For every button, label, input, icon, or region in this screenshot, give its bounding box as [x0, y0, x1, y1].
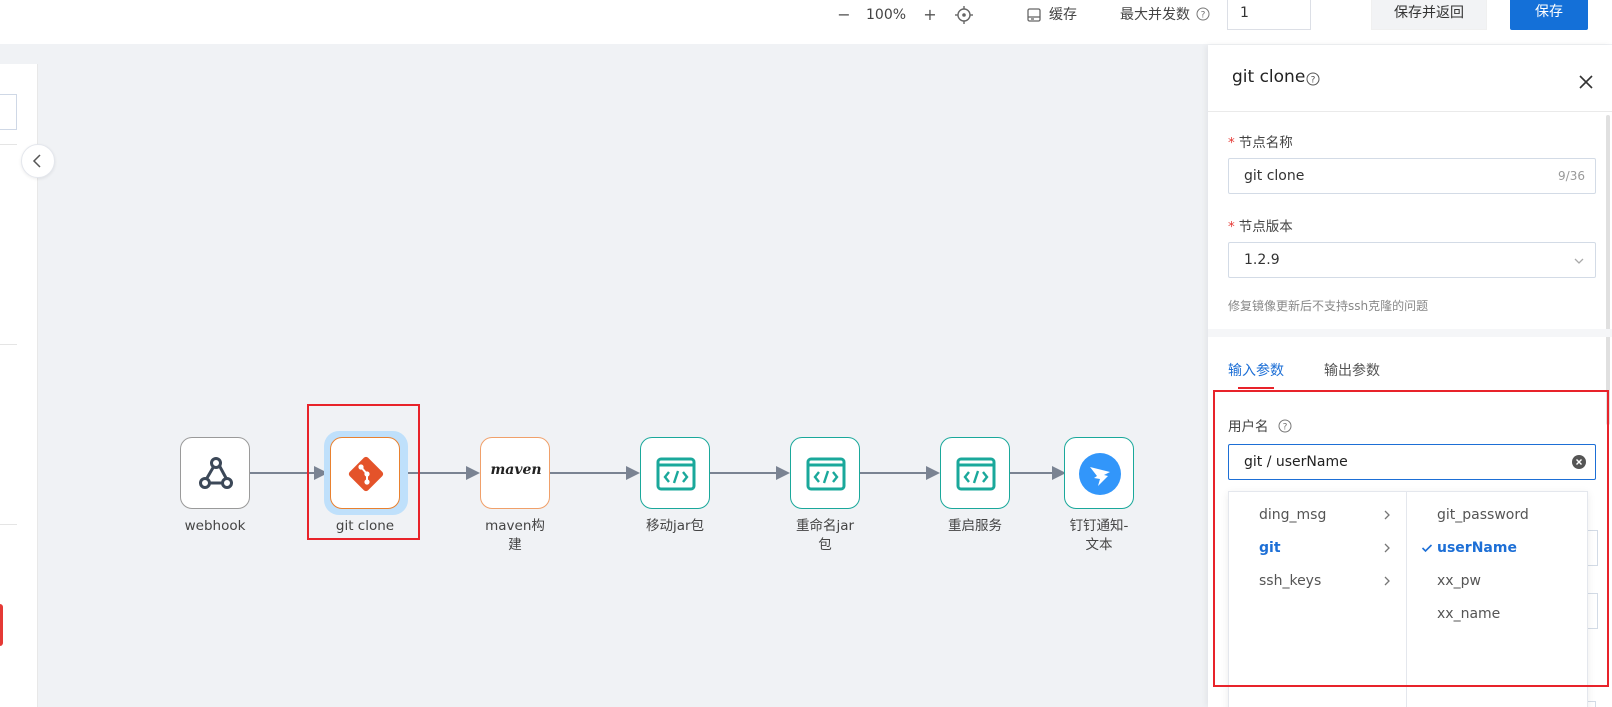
pipeline-node-label: 移动jar包 [645, 518, 705, 534]
flow-arrow [550, 466, 640, 480]
pipeline-node-webhook[interactable] [180, 437, 250, 509]
section-gap [1208, 329, 1612, 337]
cascader-option-git[interactable]: git [1229, 531, 1406, 565]
maven-logo: maven [490, 462, 542, 478]
pipeline-node-label: 钉钉通知- 文本 [1069, 518, 1129, 553]
pipeline-node-restart-service[interactable] [940, 437, 1010, 509]
pipeline-node-move-jar[interactable] [640, 437, 710, 509]
flow-arrow [1010, 466, 1066, 480]
flow-arrow [860, 466, 940, 480]
highlight-box [1213, 390, 1609, 687]
cascader-option-xx-pw[interactable]: xx_pw [1437, 573, 1481, 589]
cascader-option-ding-msg[interactable]: ding_msg [1229, 498, 1406, 532]
help-icon[interactable]: ? [1278, 419, 1292, 433]
pipeline-node-label: webhook [184, 518, 246, 534]
pipeline-node-dingtalk[interactable] [1064, 437, 1134, 509]
close-icon[interactable] [1576, 72, 1596, 92]
svg-text:?: ? [1311, 76, 1316, 86]
version-hint: 修复镜像更新后不支持ssh克隆的问题 [1228, 299, 1429, 313]
node-name-input[interactable]: git clone 9/36 [1228, 158, 1596, 194]
save-button[interactable]: 保存 [1510, 0, 1588, 30]
clear-icon[interactable] [1572, 455, 1586, 469]
code-window-icon [656, 457, 696, 491]
cascader-option-xx-name[interactable]: xx_name [1437, 606, 1501, 622]
save-and-return-button[interactable]: 保存并返回 [1371, 0, 1487, 30]
flow-arrow [404, 466, 480, 480]
divider [1208, 111, 1612, 112]
git-icon [348, 456, 384, 492]
help-icon[interactable]: ? [1306, 72, 1320, 86]
pipeline-node-git-clone[interactable] [330, 437, 400, 509]
zoom-out-button[interactable]: − [837, 5, 851, 24]
cache-icon[interactable] [1026, 7, 1042, 23]
concurrency-label: 最大并发数 [1120, 7, 1190, 23]
tab-underline [1238, 387, 1274, 389]
pipeline-node-label: 重启服务 [948, 518, 1002, 534]
username-cascader-input[interactable]: git / userName [1228, 444, 1596, 480]
pipeline-node-maven[interactable]: maven [480, 437, 550, 509]
node-name-label: *节点名称 [1228, 135, 1293, 151]
left-search-input[interactable] [0, 94, 17, 130]
cascader-menu-level2: git_password userName xx_pw xx_name [1407, 492, 1587, 707]
pipeline-node-rename-jar[interactable] [790, 437, 860, 509]
node-config-panel: git clone ? *节点名称 git clone 9/36 *节点版本 1… [1208, 45, 1612, 707]
param-input[interactable] [1588, 593, 1598, 629]
cascader-option-username[interactable]: userName [1407, 531, 1587, 565]
concurrency-input[interactable]: 1 [1227, 0, 1311, 30]
cascader-option-ssh-keys[interactable]: ssh_keys [1229, 564, 1406, 598]
highlight-box [307, 404, 420, 540]
tab-output-params[interactable]: 输出参数 [1324, 363, 1380, 379]
divider [0, 524, 17, 525]
tab-input-params[interactable]: 输入参数 [1228, 363, 1284, 379]
left-red-marker [0, 604, 3, 646]
webhook-icon [199, 457, 233, 489]
svg-text:?: ? [1201, 11, 1206, 21]
locate-icon[interactable] [954, 5, 974, 25]
zoom-level: 100% [866, 7, 907, 23]
zoom-in-button[interactable]: + [923, 5, 937, 24]
param-input[interactable] [1588, 530, 1598, 566]
chevron-right-icon [1384, 576, 1390, 586]
chevron-left-icon [32, 154, 41, 168]
panel-title: git clone [1232, 67, 1306, 87]
cascader-menu-level1: ding_msg git ssh_keys [1229, 492, 1407, 707]
node-version-select[interactable]: 1.2.9 [1228, 242, 1596, 278]
pipeline-node-label: maven构 建 [485, 518, 545, 553]
svg-text:?: ? [1283, 423, 1288, 433]
top-toolbar: − 100% + 缓存 最大并发数 ? 1 保存并返回 保存 [0, 0, 1612, 44]
flow-arrow [710, 466, 790, 480]
code-window-icon [806, 457, 846, 491]
divider [0, 144, 17, 145]
char-counter: 9/36 [1558, 169, 1585, 183]
pipeline-node-label: 重命名jar 包 [795, 518, 855, 553]
chevron-right-icon [1384, 543, 1390, 553]
help-icon[interactable]: ? [1196, 7, 1210, 21]
node-version-label: *节点版本 [1228, 219, 1293, 235]
divider [0, 344, 17, 345]
code-window-icon [956, 457, 996, 491]
chevron-right-icon [1384, 510, 1390, 520]
cascader-option-git-password[interactable]: git_password [1437, 507, 1529, 523]
collapse-panel-button[interactable] [21, 144, 55, 178]
check-icon [1421, 544, 1433, 553]
dingtalk-icon [1079, 453, 1121, 495]
cascader-dropdown: ding_msg git ssh_keys git_password userN… [1228, 491, 1588, 707]
pipeline-node-label: git clone [335, 518, 395, 534]
cache-button[interactable]: 缓存 [1049, 7, 1077, 23]
chevron-down-icon [1574, 258, 1584, 264]
username-label: 用户名 [1228, 419, 1269, 435]
panel-scrollbar[interactable] [1606, 115, 1610, 425]
